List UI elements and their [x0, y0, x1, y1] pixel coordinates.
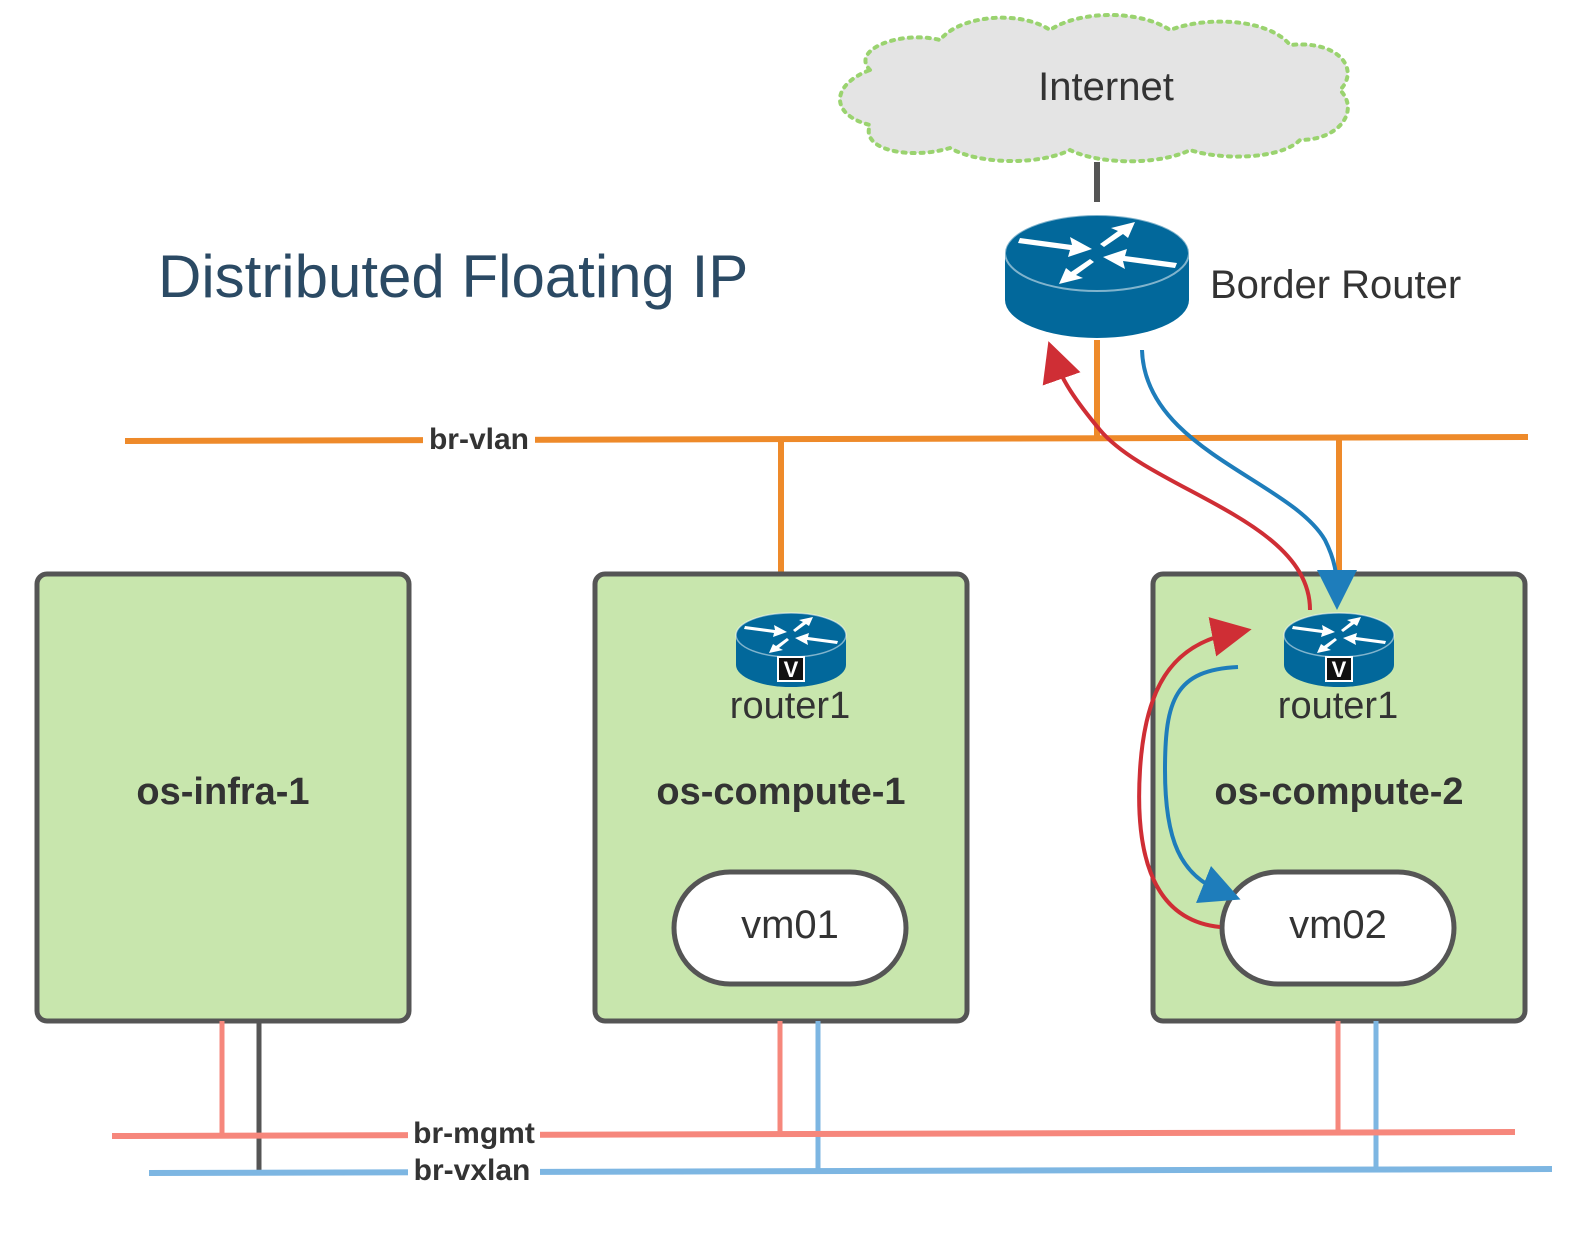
- router-label: router1: [1278, 685, 1398, 727]
- host-label: os-compute-2: [1214, 771, 1463, 813]
- router-label: router1: [730, 685, 850, 727]
- host-label: os-compute-1: [656, 771, 905, 813]
- internet-cloud: Internet: [838, 13, 1350, 164]
- br-vlan-label-bg: [423, 420, 535, 456]
- vm-label: vm01: [741, 903, 839, 947]
- border-router-icon: [1004, 214, 1190, 338]
- flow-out-vm-to-router: [1137, 617, 1252, 929]
- net-labels-bg: [408, 1116, 540, 1188]
- vm-label: vm02: [1289, 903, 1387, 947]
- host-label: os-infra-1: [136, 771, 309, 813]
- br-vxlan-label: br-vxlan: [414, 1154, 531, 1187]
- br-mgmt-line: [111, 1129, 1516, 1139]
- router-badge: V: [784, 657, 799, 682]
- flow-out-router-to-border: [1042, 341, 1312, 611]
- br-vlan-line: [124, 434, 1529, 444]
- br-vlan-label: br-vlan: [429, 423, 529, 456]
- virtual-router-icon: V: [1283, 612, 1395, 687]
- vm-pill: [671, 869, 909, 987]
- diagram-title: Distributed Floating IP: [158, 243, 748, 310]
- vm-pill: [1219, 869, 1457, 987]
- router-badge: V: [1332, 657, 1347, 682]
- border-router-label: Border Router: [1210, 263, 1461, 307]
- br-vxlan-line: [148, 1166, 1553, 1176]
- br-mgmt-label: br-mgmt: [413, 1117, 535, 1150]
- virtual-router-icon: V: [735, 612, 847, 687]
- flow-in-router-to-vm: [1162, 665, 1241, 904]
- internet-label: Internet: [1038, 65, 1174, 109]
- flow-in-border-to-router: [1140, 349, 1357, 610]
